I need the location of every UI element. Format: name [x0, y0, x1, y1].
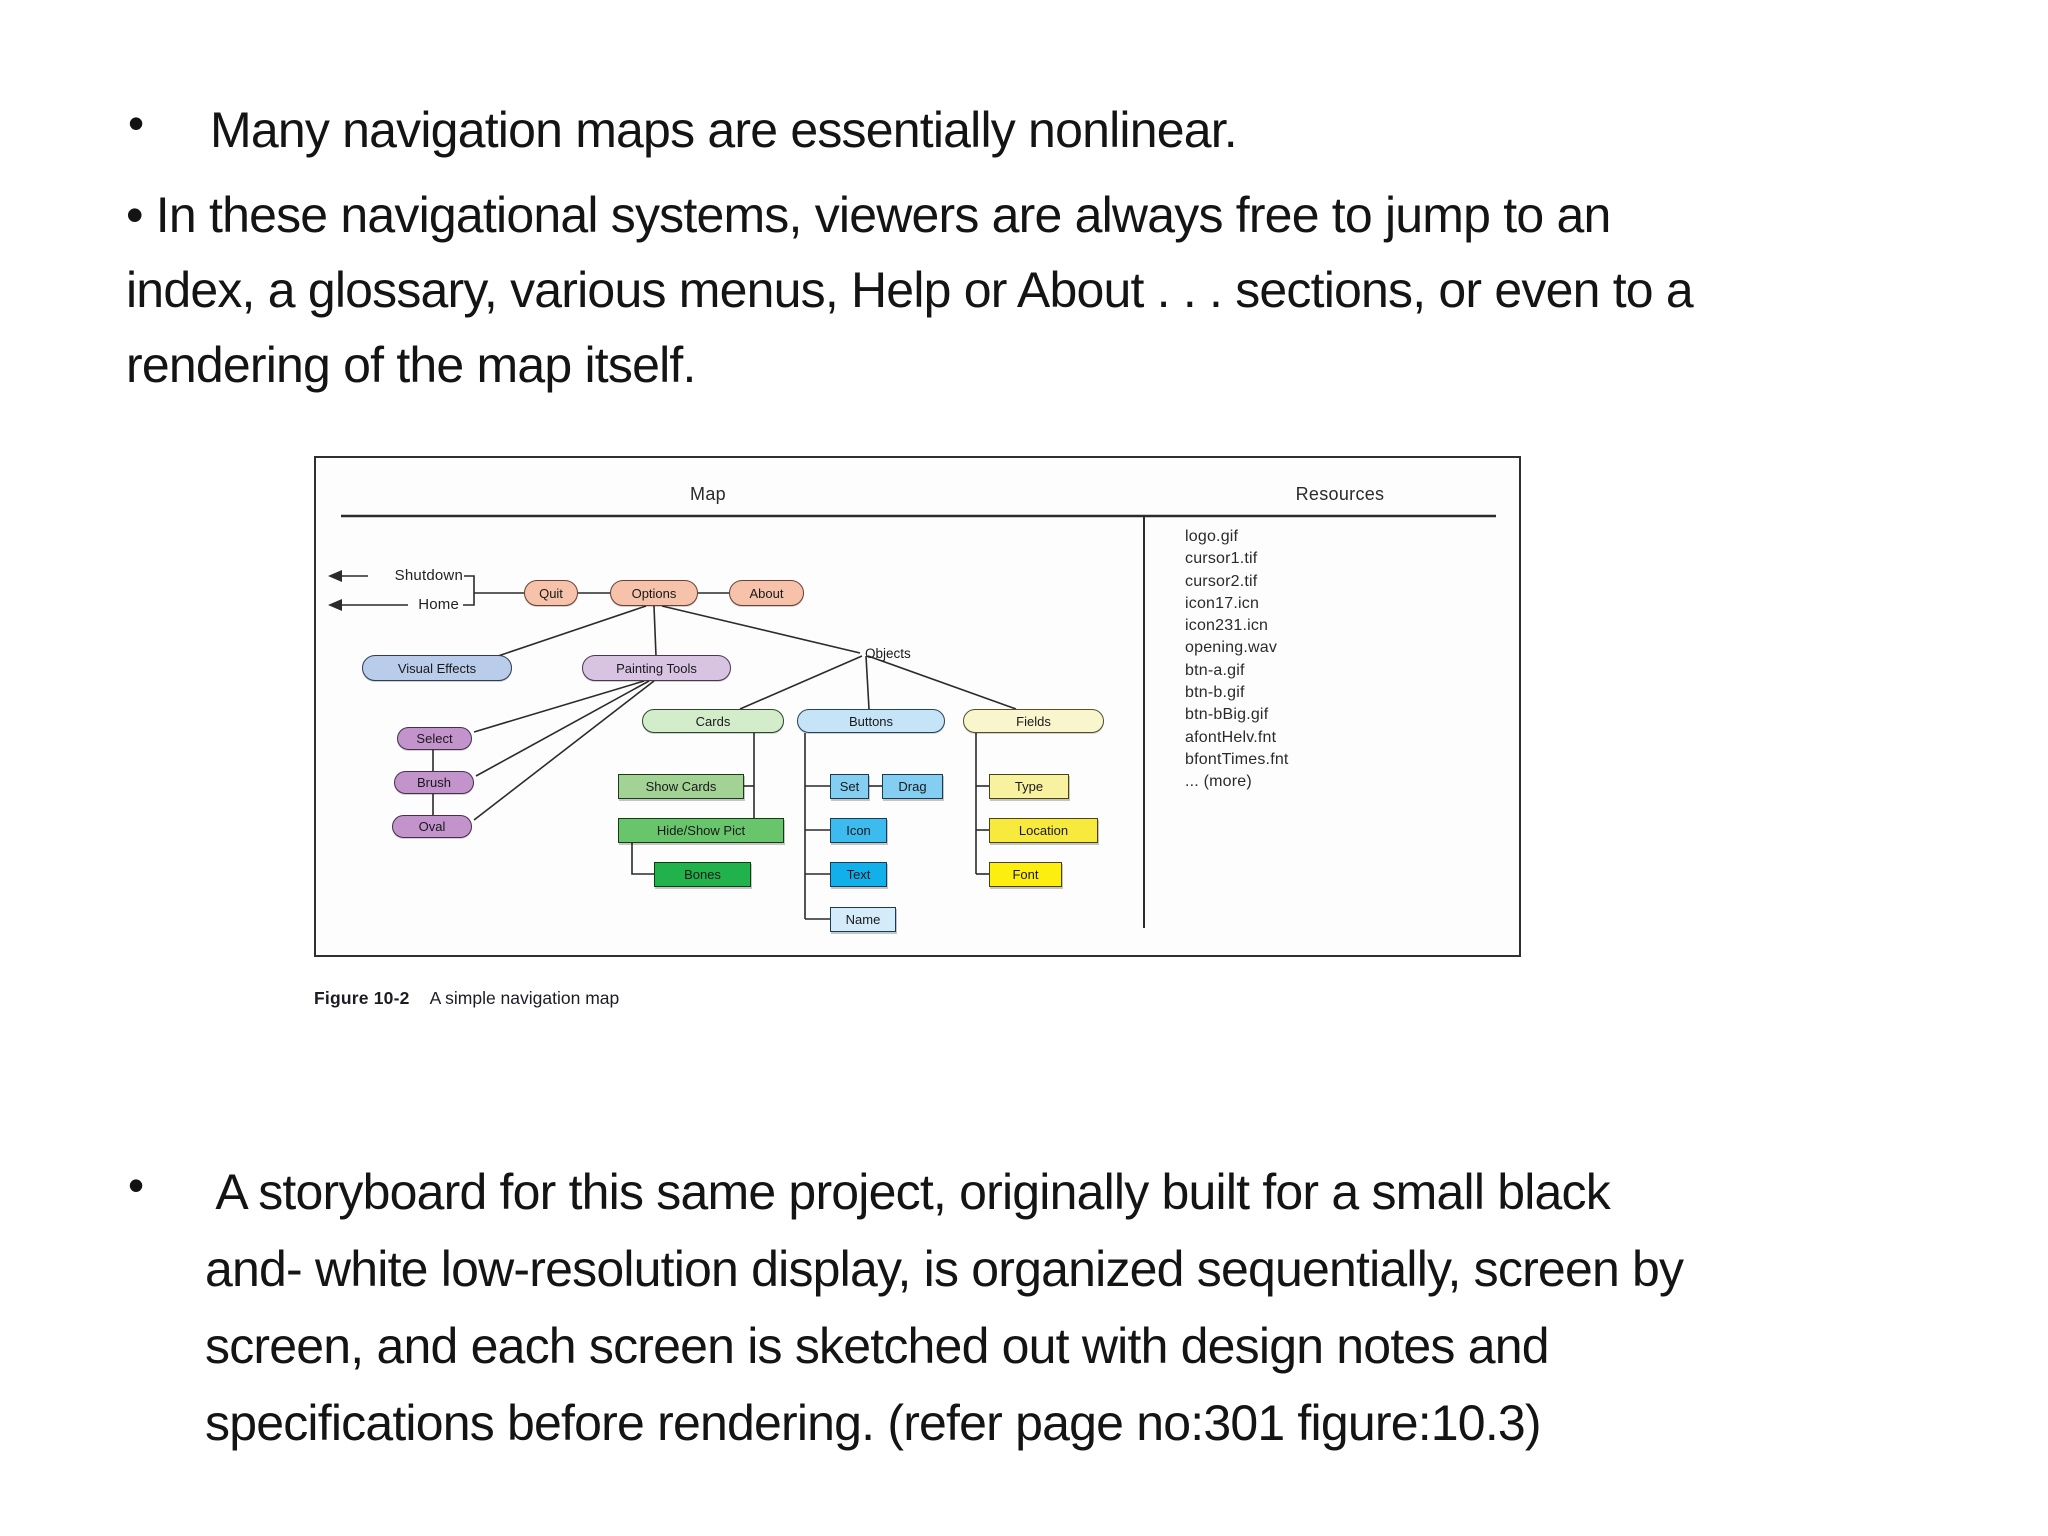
bullet1-marker: • [128, 97, 145, 149]
navigation-map-connectors [328, 514, 1496, 928]
map-node-icon: Icon [830, 818, 887, 843]
map-node-visual-effects: Visual Effects [362, 655, 512, 681]
map-node-brush: Brush [394, 771, 474, 794]
figure-caption-text: A simple navigation map [429, 988, 620, 1008]
map-node-hide-show-pict: Hide/Show Pict [618, 818, 784, 843]
map-node-name: Name [830, 907, 896, 932]
map-node-bones: Bones [654, 862, 751, 887]
bullet1-text: Many navigation maps are essentially non… [210, 102, 1238, 158]
map-header: Map [690, 484, 726, 504]
bullet3-marker: • [128, 1159, 145, 1211]
shutdown-label: Shutdown [394, 567, 463, 584]
map-node-font: Font [989, 862, 1062, 887]
map-node-select: Select [397, 727, 472, 750]
map-node-drag: Drag [882, 774, 943, 799]
map-node-options: Options [610, 580, 698, 606]
resources-header: Resources [1295, 484, 1385, 504]
bullet3-paragraph: A storyboard for this same project, orig… [205, 1164, 1684, 1451]
map-node-about: About [729, 580, 804, 606]
home-label: Home [418, 596, 459, 613]
map-node-show-cards: Show Cards [618, 774, 744, 799]
map-node-oval: Oval [392, 815, 472, 838]
resources-file-list: logo.gif cursor1.tif cursor2.tif icon17.… [1185, 528, 1289, 791]
map-node-type: Type [989, 774, 1069, 799]
map-node-objects: Objects [865, 646, 911, 661]
figure-caption: Figure 10-2 A simple navigation map [314, 988, 619, 1009]
map-node-quit: Quit [524, 580, 578, 606]
map-node-location: Location [989, 818, 1098, 843]
map-node-set: Set [830, 774, 869, 799]
figure-caption-label: Figure 10-2 [314, 988, 410, 1008]
bullet2-paragraph: • In these navigational systems, viewers… [126, 187, 1694, 393]
figure-10-2: Map Resources Shutdown Home Quit Options… [314, 456, 1521, 957]
map-node-cards: Cards [642, 709, 784, 733]
map-node-buttons: Buttons [797, 709, 945, 733]
map-node-text: Text [830, 862, 887, 887]
map-node-fields: Fields [963, 709, 1104, 733]
map-node-painting-tools: Painting Tools [582, 655, 731, 681]
arrowheads [328, 570, 342, 611]
